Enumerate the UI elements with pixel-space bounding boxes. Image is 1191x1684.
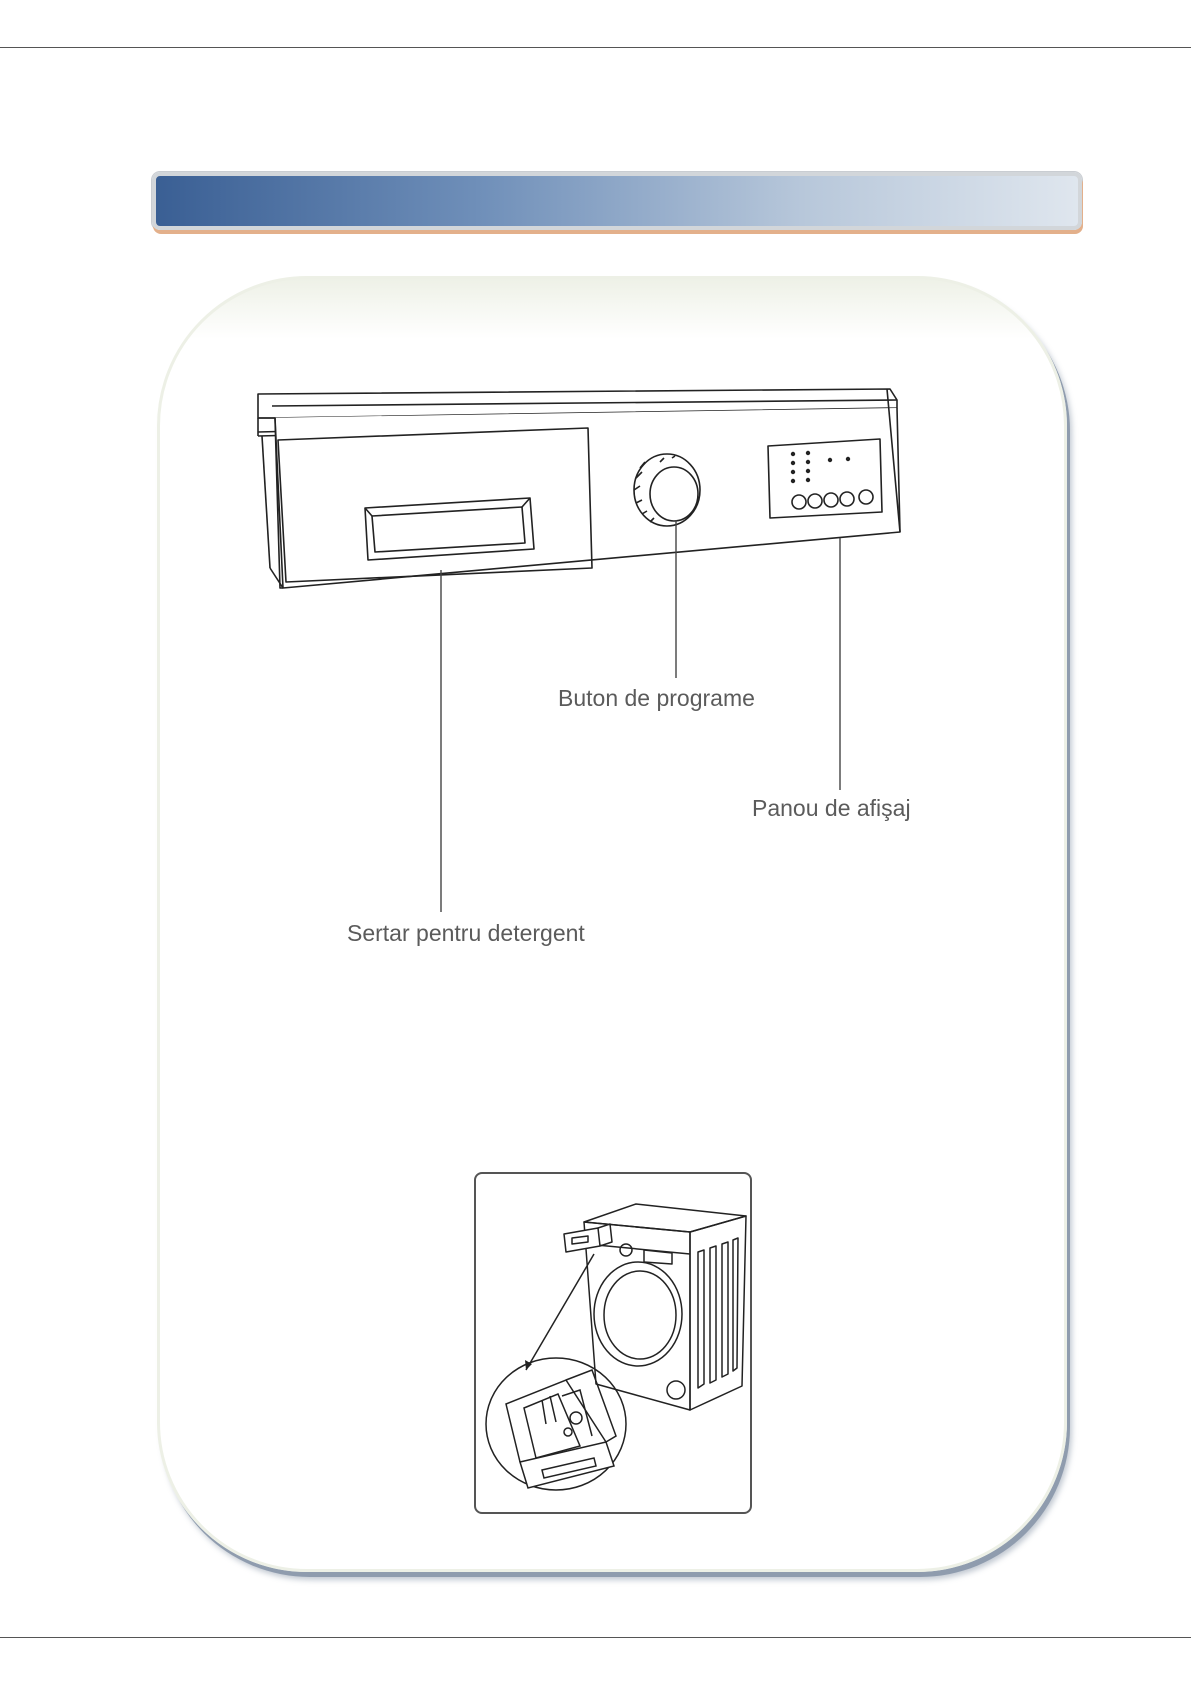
- detergent-drawer-label: Sertar pentru detergent: [347, 920, 585, 947]
- program-knob-label: Buton de programe: [558, 685, 755, 712]
- drawer-removal-illustration: [474, 1172, 752, 1514]
- display-panel-label: Panou de afişaj: [752, 795, 911, 822]
- washing-machine-drawing: [476, 1174, 750, 1512]
